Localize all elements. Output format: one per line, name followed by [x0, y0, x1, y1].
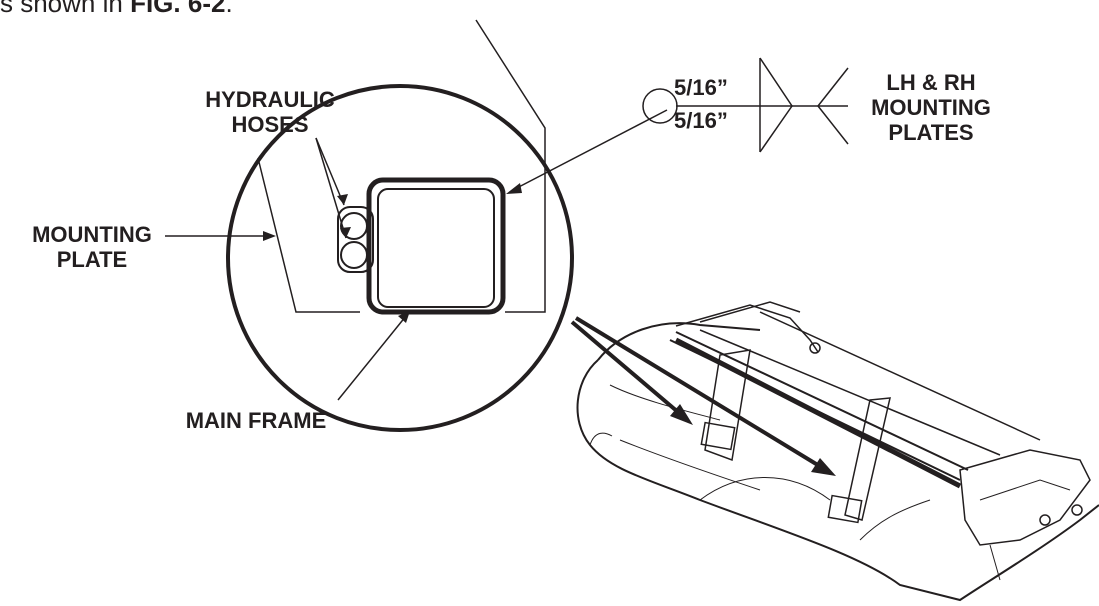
- label-hydraulic-hoses-line1: HYDRAULIC: [205, 87, 335, 112]
- label-weld-target-line2: MOUNTING: [871, 95, 991, 120]
- label-mounting-plate-line1: MOUNTING: [32, 222, 152, 247]
- leader-main-frame: [337, 311, 410, 401]
- label-main-frame-text: MAIN FRAME: [185, 408, 327, 433]
- label-mounting-plate: MOUNTING PLATE: [22, 222, 162, 272]
- detail-hose-clamp: [337, 206, 374, 273]
- label-main-frame: MAIN FRAME: [166, 408, 346, 433]
- label-weld-size-top: 5/16”: [674, 75, 754, 100]
- label-weld-target: LH & RH MOUNTING PLATES: [848, 70, 1014, 145]
- weld-symbol: [506, 57, 849, 194]
- detail-circle: [226, 84, 574, 432]
- label-weld-size-bottom: 5/16”: [674, 108, 754, 133]
- detail-main-frame: [366, 177, 506, 315]
- leader-hydraulic-hoses: [315, 137, 351, 239]
- label-hydraulic-hoses: HYDRAULIC HOSES: [190, 87, 350, 137]
- weld-size-top-text: 5/16”: [674, 75, 728, 100]
- caption-prefix: s shown in: [0, 0, 131, 18]
- label-hydraulic-hoses-line2: HOSES: [231, 112, 309, 137]
- label-weld-target-line3: PLATES: [888, 120, 974, 145]
- machine-illustration: [576, 301, 1099, 602]
- weld-size-bottom-text: 5/16”: [674, 108, 728, 133]
- figure-caption: s shown in FIG. 6-2.: [0, 0, 233, 19]
- detail-mounting-plate: [257, 19, 546, 313]
- label-weld-target-line1: LH & RH: [886, 70, 976, 95]
- label-mounting-plate-line2: PLATE: [56, 247, 128, 272]
- leader-mounting-plate: [165, 231, 276, 241]
- caption-suffix: .: [225, 0, 233, 18]
- caption-figure-ref: FIG. 6-2: [130, 0, 226, 18]
- detail-pointer-arrows: [570, 316, 836, 476]
